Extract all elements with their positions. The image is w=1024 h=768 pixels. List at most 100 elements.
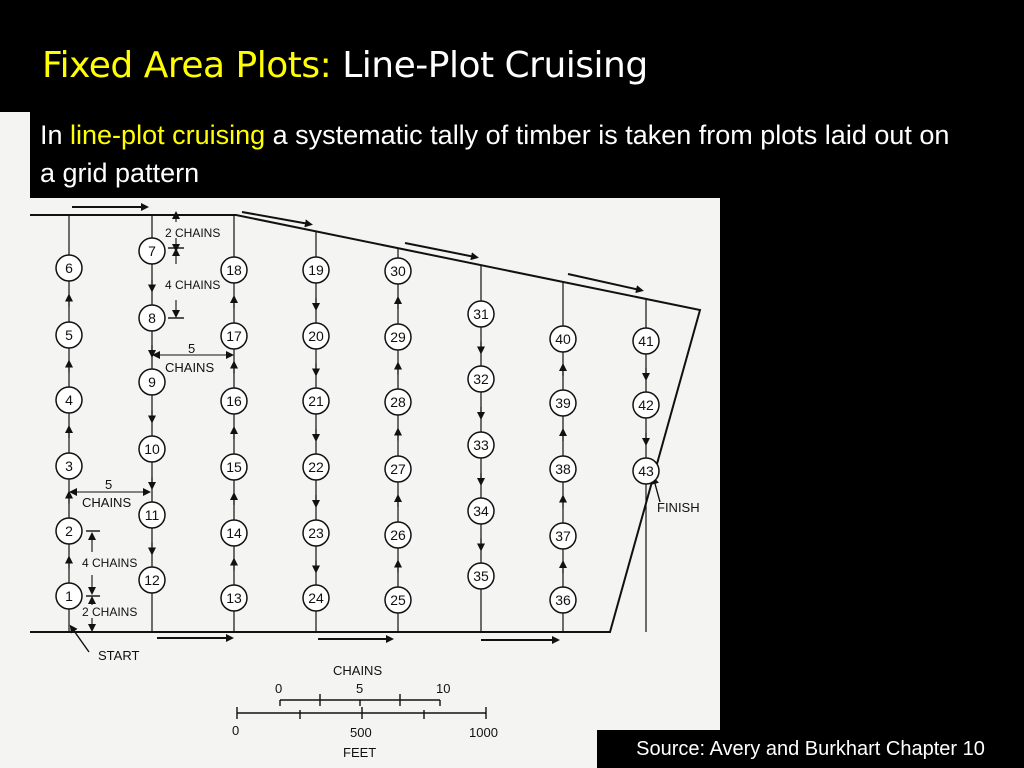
plot-29: 29	[384, 323, 412, 351]
plot-circle	[384, 388, 412, 416]
plot-41: 41	[632, 327, 660, 355]
plot-circle	[55, 452, 83, 480]
plot-circle	[138, 501, 166, 529]
plot-number: 12	[144, 572, 160, 588]
scale-feet-title: FEET	[343, 745, 376, 760]
plot-circle	[138, 304, 166, 332]
plot-circle	[302, 322, 330, 350]
slide-subtitle: In line-plot cruising a systematic tally…	[40, 116, 970, 192]
plot-circle	[549, 586, 577, 614]
plot-number: 29	[390, 329, 406, 345]
plot-7: 7	[138, 237, 166, 265]
plot-circle	[220, 322, 248, 350]
plot-circle	[302, 387, 330, 415]
chains-2-bottom-label: 2 CHAINS	[82, 605, 137, 619]
plot-number: 22	[308, 459, 324, 475]
scale-chains-tick-5: 5	[356, 681, 363, 696]
plot-2: 2	[55, 517, 83, 545]
plot-number: 38	[555, 461, 571, 477]
plot-5: 5	[55, 321, 83, 349]
plot-circle	[549, 455, 577, 483]
plot-24: 24	[302, 584, 330, 612]
plot-number: 18	[226, 262, 242, 278]
plot-number: 6	[65, 260, 73, 276]
plot-circle	[55, 321, 83, 349]
plot-number: 42	[638, 397, 654, 413]
plot-number: 17	[226, 328, 242, 344]
plot-circle	[55, 254, 83, 282]
plot-4: 4	[55, 386, 83, 414]
source-caption: Source: Avery and Burkhart Chapter 10	[597, 730, 1024, 768]
subtitle-rest: a systematic tally of timber is taken fr…	[40, 120, 950, 188]
subtitle-highlight: line-plot cruising	[70, 120, 266, 150]
plot-number: 28	[390, 394, 406, 410]
plot-number: 23	[308, 525, 324, 541]
chains-5-mid-number: 5	[188, 341, 195, 356]
plot-25: 25	[384, 586, 412, 614]
start-label: START	[98, 648, 139, 663]
subtitle-lead: In	[40, 120, 71, 150]
plot-27: 27	[384, 455, 412, 483]
plot-circle	[467, 562, 495, 590]
chains-4-top-label: 4 CHAINS	[165, 278, 220, 292]
plot-17: 17	[220, 322, 248, 350]
scale-feet-tick-500: 500	[350, 725, 372, 740]
finish-pointer	[651, 476, 661, 503]
scale-feet-tick-1000: 1000	[469, 725, 498, 740]
plot-8: 8	[138, 304, 166, 332]
plot-14: 14	[220, 519, 248, 547]
plot-circle	[632, 457, 660, 485]
plot-6: 6	[55, 254, 83, 282]
plot-13: 13	[220, 584, 248, 612]
plot-number: 15	[226, 459, 242, 475]
plot-40: 40	[549, 325, 577, 353]
scale-feet-tick-0: 0	[232, 723, 239, 738]
slide-title: Fixed Area Plots: Line-Plot Cruising	[42, 44, 648, 88]
plot-35: 35	[467, 562, 495, 590]
plot-circle	[138, 566, 166, 594]
scale-chains-tick-10: 10	[436, 681, 450, 696]
plot-3: 3	[55, 452, 83, 480]
plot-20: 20	[302, 322, 330, 350]
plot-number: 43	[638, 463, 654, 479]
plot-circle	[384, 521, 412, 549]
plot-36: 36	[549, 586, 577, 614]
plot-circle	[384, 455, 412, 483]
plot-circle	[467, 497, 495, 525]
plot-37: 37	[549, 522, 577, 550]
plot-15: 15	[220, 453, 248, 481]
plot-number: 9	[148, 374, 156, 390]
plot-number: 34	[473, 503, 489, 519]
plot-number: 16	[226, 393, 242, 409]
title-part-1: Fixed Area Plots:	[42, 45, 332, 86]
plot-number: 27	[390, 461, 406, 477]
plot-number: 13	[226, 590, 242, 606]
plot-number: 37	[555, 528, 571, 544]
chains-5-left-number: 5	[105, 477, 112, 492]
plot-circle	[138, 237, 166, 265]
plot-circle	[384, 257, 412, 285]
plot-30: 30	[384, 257, 412, 285]
plot-number: 39	[555, 395, 571, 411]
plot-number: 11	[145, 507, 160, 523]
plot-circle	[549, 389, 577, 417]
plot-16: 16	[220, 387, 248, 415]
plot-42: 42	[632, 391, 660, 419]
plot-circle	[302, 453, 330, 481]
plot-number: 4	[65, 392, 73, 408]
plot-number: 3	[65, 458, 73, 474]
plot-19: 19	[302, 256, 330, 284]
plot-23: 23	[302, 519, 330, 547]
plot-number: 40	[555, 331, 571, 347]
plot-number: 30	[390, 263, 406, 279]
chains-2-top-label: 2 CHAINS	[165, 226, 220, 240]
finish-label: FINISH	[657, 500, 700, 515]
plot-28: 28	[384, 388, 412, 416]
plot-11: 11	[138, 501, 166, 529]
plot-number: 1	[65, 588, 73, 604]
tract-boundary	[30, 214, 702, 633]
plot-number: 5	[65, 327, 73, 343]
paper-background	[0, 112, 720, 768]
plot-circle	[467, 300, 495, 328]
plot-circle	[220, 453, 248, 481]
